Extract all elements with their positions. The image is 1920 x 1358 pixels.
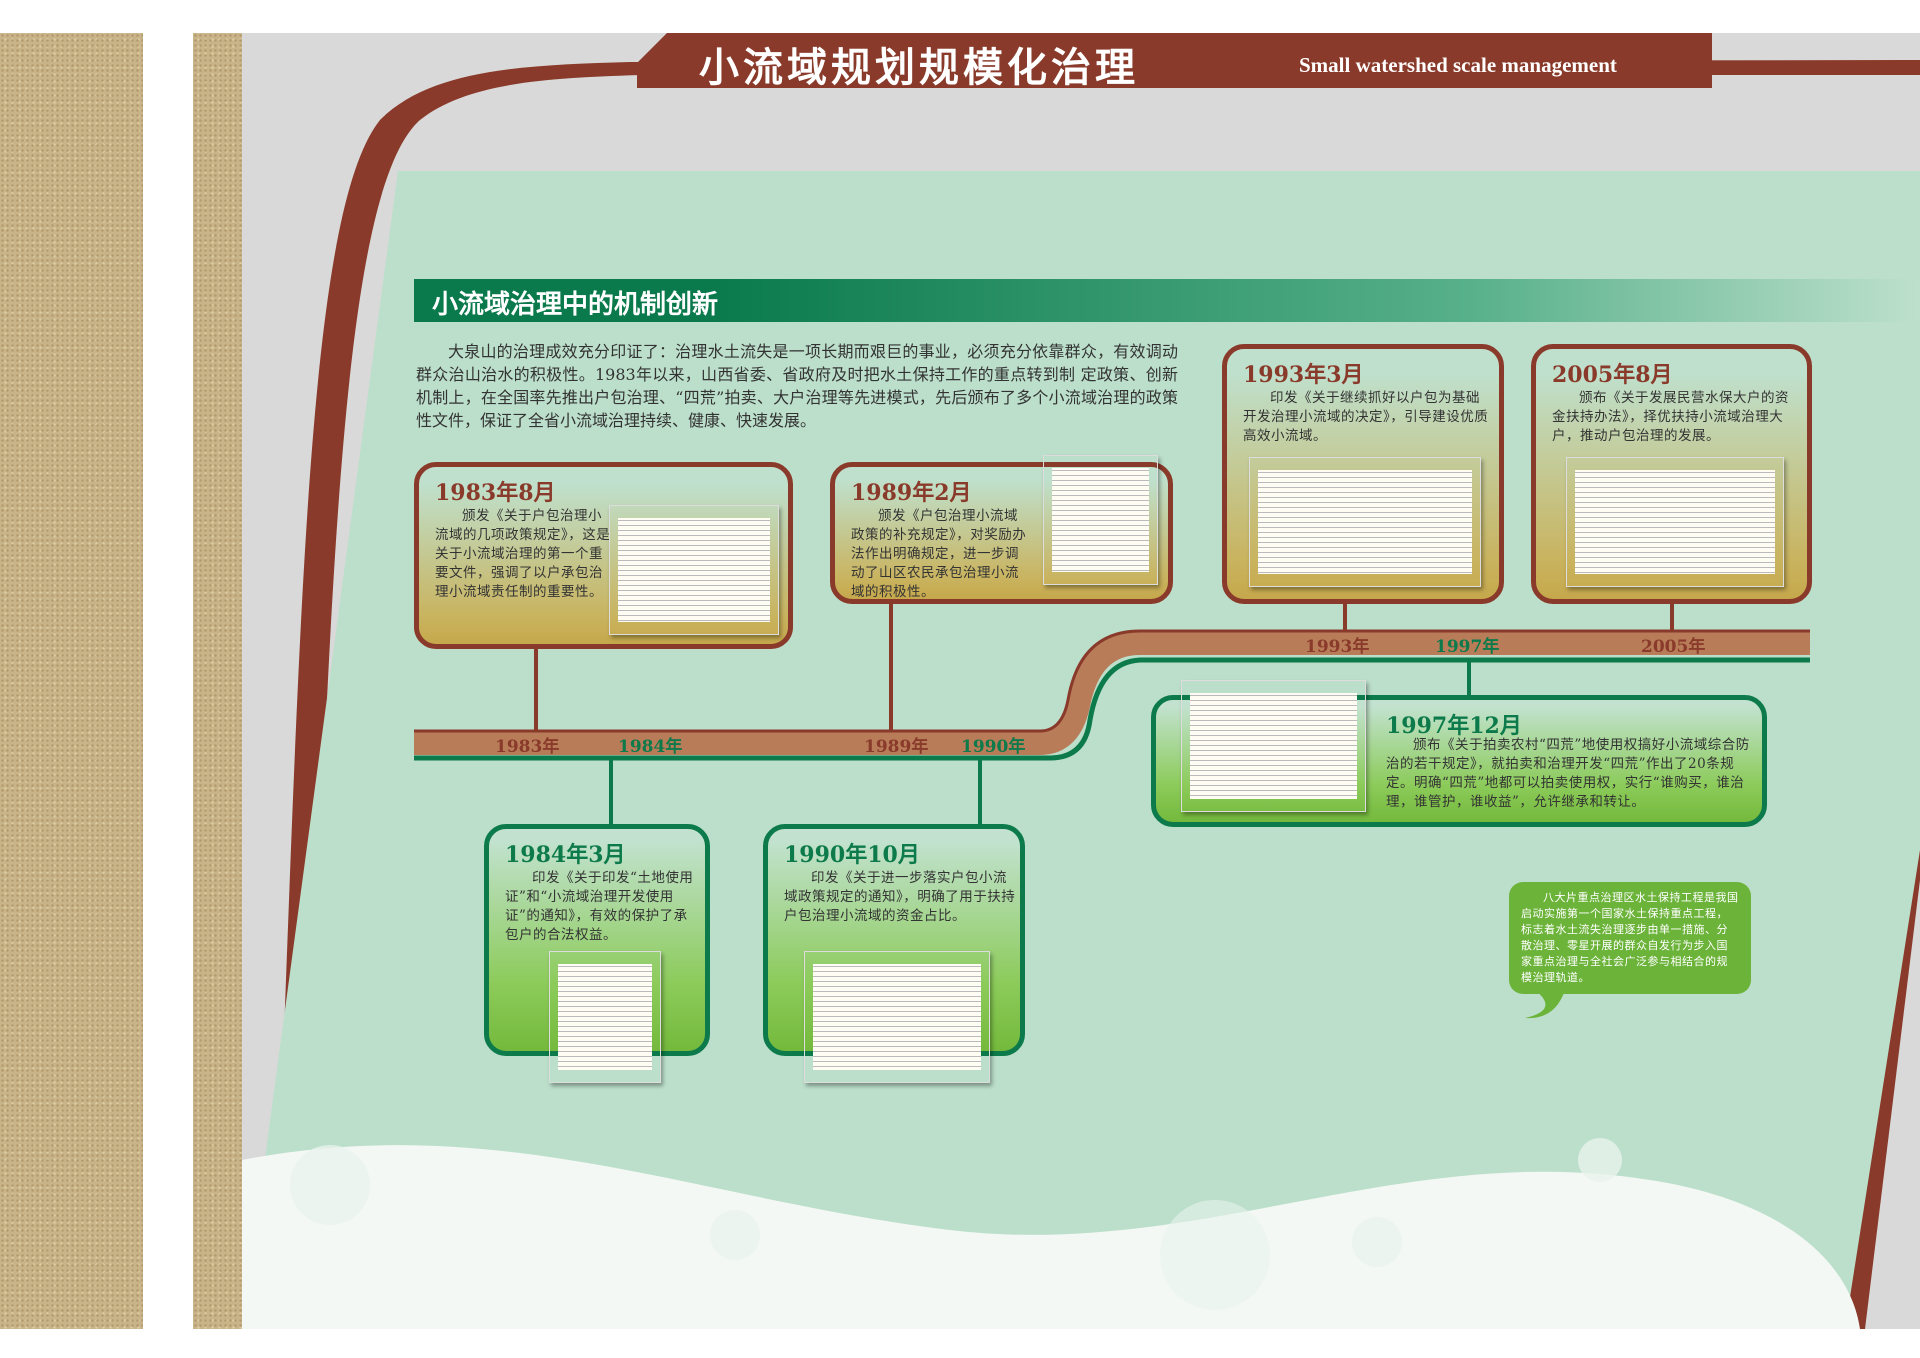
event-card-1990-10: 1990年10月 印发《关于进一步落实户包小流域政策规定的通知》，明确了用于扶持…	[763, 824, 1025, 1083]
document-image	[1181, 680, 1366, 812]
event-text: 印发《关于继续抓好以户包为基础开发治理小流域的决定》，引导建设优质高效小流域。	[1243, 390, 1489, 444]
section-heading: 小流域治理中的机制创新	[432, 290, 719, 320]
sand-strip-right	[193, 33, 242, 1329]
year-1983: 1983年	[495, 737, 560, 757]
callout-box: 八大片重点治理区水土保持工程是我国启动实施第一个国家水土保持重点工程，标志着水土…	[1509, 882, 1751, 994]
event-date: 1989年2月	[851, 480, 972, 506]
document-image	[804, 951, 990, 1083]
document-image	[1043, 455, 1158, 585]
event-text: 颁发《关于户包治理小流域的几项政策规定》，这是关于小流域治理的第一个重要文件，强…	[435, 508, 611, 600]
year-1997: 1997年	[1435, 637, 1500, 657]
year-1993: 1993年	[1305, 637, 1370, 657]
year-2005: 2005年	[1641, 637, 1706, 657]
event-text: 印发《关于印发“土地使用证”和“小流域治理开发使用证”的通知》，有效的保护了承包…	[505, 870, 694, 943]
event-date: 1990年10月	[784, 842, 920, 868]
event-card-1989-02: 1989年2月 颁发《户包治理小流域政策的补充规定》，对奖励办法作出明确规定，进…	[830, 455, 1173, 604]
event-card-1984-03: 1984年3月 印发《关于印发“土地使用证”和“小流域治理开发使用证”的通知》，…	[484, 824, 710, 1083]
event-text: 颁发《户包治理小流域政策的补充规定》，对奖励办法作出明确规定，进一步调动了山区农…	[851, 508, 1027, 600]
year-1984: 1984年	[618, 737, 683, 757]
event-date: 1993年3月	[1243, 362, 1364, 388]
event-card-1997-12: 1997年12月 颁布《关于拍卖农村“四荒”地使用权搞好小流域综合防治的若干规定…	[1151, 680, 1767, 827]
document-image	[549, 951, 661, 1083]
bottom-wave	[242, 1145, 1860, 1329]
document-image	[609, 505, 779, 635]
event-date: 1984年3月	[505, 842, 626, 868]
event-date: 1983年8月	[435, 480, 556, 506]
event-date: 1997年12月	[1386, 713, 1522, 739]
green-line	[414, 657, 1810, 761]
event-date: 2005年8月	[1552, 362, 1673, 388]
title-banner: 小流域规划规模化治理 Small watershed scale managem…	[637, 33, 1712, 88]
sand-strip-left	[0, 33, 143, 1329]
section-heading-bar: 小流域治理中的机制创新	[414, 279, 1920, 322]
year-1990: 1990年	[961, 737, 1026, 757]
right-edge	[1845, 850, 1920, 1329]
intro-paragraph: 大泉山的治理成效充分印证了：治理水土流失是一项长期而艰巨的事业，必须充分依靠群众…	[416, 342, 1178, 430]
banner-subtitle: Small watershed scale management	[1299, 53, 1617, 77]
event-card-1993-03: 1993年3月 印发《关于继续抓好以户包为基础开发治理小流域的决定》，引导建设优…	[1222, 344, 1504, 604]
document-image	[1249, 457, 1481, 587]
event-card-2005-08: 2005年8月 颁布《关于发展民营水保大户的资金扶持办法》，择优扶持小流域治理大…	[1531, 344, 1812, 604]
event-text: 颁布《关于拍卖农村“四荒”地使用权搞好小流域综合防治的若干规定》，就拍卖和治理开…	[1386, 737, 1750, 810]
event-text: 印发《关于进一步落实户包小流域政策规定的通知》，明确了用于扶持户包治理小流域的资…	[784, 870, 1016, 924]
callout-tail	[1525, 990, 1565, 1019]
year-1989: 1989年	[864, 737, 929, 757]
event-text: 颁布《关于发展民营水保大户的资金扶持办法》，择优扶持小流域治理大户，推动户包治理…	[1552, 390, 1789, 444]
callout-text: 八大片重点治理区水土保持工程是我国启动实施第一个国家水土保持重点工程，标志着水土…	[1521, 891, 1739, 984]
banner-title: 小流域规划规模化治理	[699, 45, 1139, 91]
document-image	[1566, 457, 1784, 587]
timeline-band	[414, 631, 1810, 755]
event-card-1983-08: 1983年8月 颁发《关于户包治理小流域的几项政策规定》，这是关于小流域治理的第…	[414, 462, 793, 649]
